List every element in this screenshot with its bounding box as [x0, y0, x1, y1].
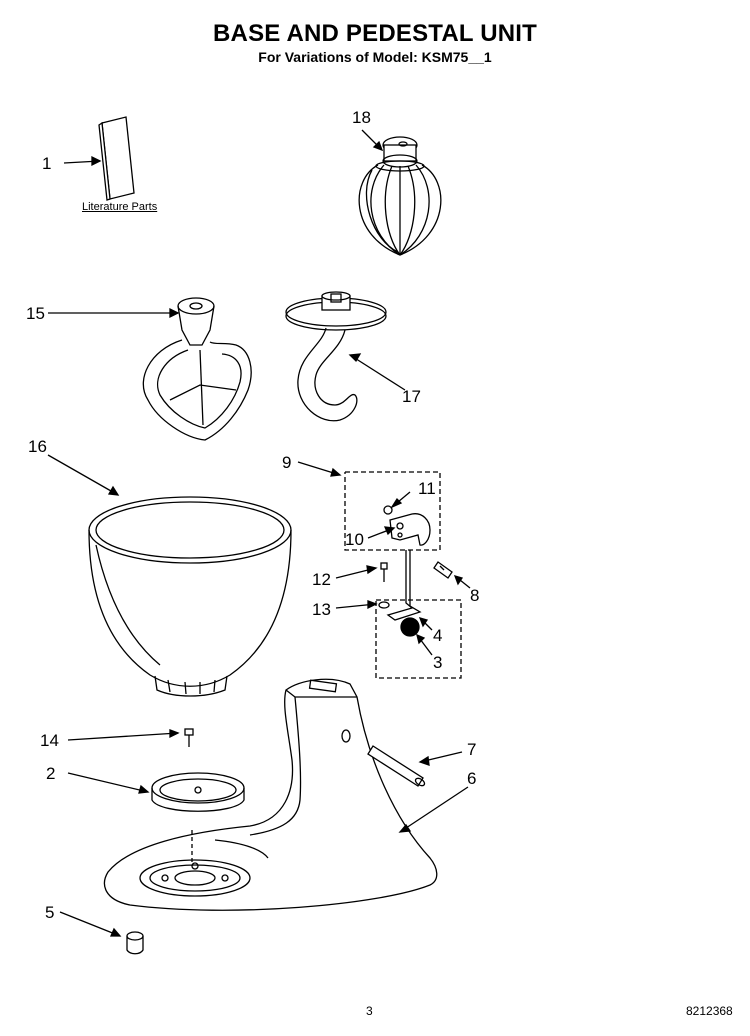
mixing-bowl-illustration — [47, 454, 292, 697]
dough-hook-illustration — [285, 291, 406, 422]
callout-8: 8 — [470, 586, 480, 605]
callout-11: 11 — [418, 479, 436, 498]
page-number: 3 — [366, 1004, 373, 1018]
callout-17: 17 — [402, 387, 421, 406]
callout-15: 15 — [26, 304, 45, 323]
callout-3: 3 — [433, 653, 443, 672]
callout-5: 5 — [45, 903, 55, 922]
clamping-plate-illustration — [67, 772, 245, 812]
callout-16: 16 — [28, 437, 47, 456]
pin-illustration — [433, 561, 471, 589]
callout-10: 10 — [345, 530, 364, 549]
callout-18: 18 — [352, 108, 371, 127]
wire-whip-illustration — [358, 129, 442, 256]
callout-2: 2 — [46, 764, 56, 783]
callout-4: 4 — [433, 626, 443, 645]
callout-13: 13 — [312, 600, 331, 619]
callout-12: 12 — [312, 570, 331, 589]
page-subtitle: For Variations of Model: KSM75__1 — [258, 49, 492, 65]
page-title: BASE AND PEDESTAL UNIT — [213, 20, 537, 47]
pedestal-base-illustration — [103, 678, 469, 911]
literature-booklet-illustration — [63, 116, 135, 201]
callout-1: 1 — [42, 154, 52, 173]
plate-screw-illustration — [67, 728, 194, 747]
bowl-clamp-assembly-box — [375, 599, 462, 679]
lock-bracket-illustration — [367, 491, 431, 546]
callout-6: 6 — [467, 769, 477, 788]
foot-illustration — [59, 911, 144, 955]
hinge-pin-illustration — [367, 745, 463, 787]
screw-washer-illustration — [335, 562, 390, 610]
callout-14: 14 — [40, 731, 59, 750]
literature-parts-label: Literature Parts — [82, 201, 158, 213]
bowl-clamp-lever-illustration — [386, 550, 433, 656]
lock-assembly-illustration — [344, 471, 441, 551]
flat-beater-illustration — [48, 297, 252, 441]
document-code: 8212368 — [686, 1004, 733, 1018]
callout-9: 9 — [282, 453, 292, 472]
callout-7: 7 — [467, 740, 477, 759]
